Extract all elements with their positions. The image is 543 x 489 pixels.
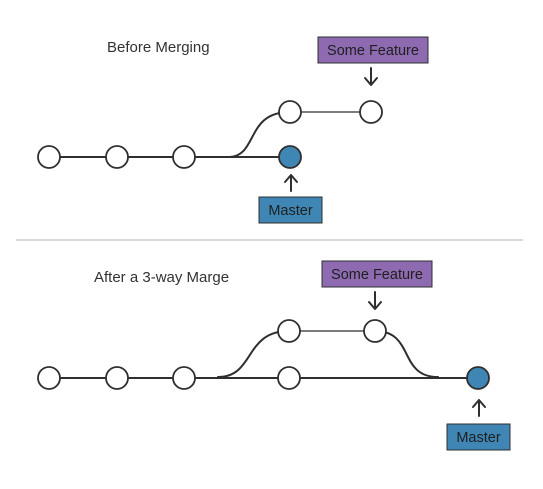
- after-branch-curve: [217, 330, 290, 378]
- after-commit-1: [37, 366, 61, 390]
- after-master-tag: [446, 423, 511, 451]
- before-feature-commit-2: [359, 100, 383, 124]
- after-master-arrow-icon: [472, 399, 486, 417]
- before-master-tag-label: Master: [268, 203, 312, 219]
- before-feature-arrow-icon: [364, 67, 378, 86]
- after-feature-commit-1: [277, 319, 301, 343]
- before-merging-panel: Before Merging Some Feature Master: [37, 36, 429, 224]
- after-feature-arrow-icon: [368, 291, 382, 310]
- before-feature-tag: [317, 36, 429, 64]
- before-feature-tag-label: Some Feature: [327, 43, 419, 59]
- before-feature-commit-1: [278, 100, 302, 124]
- after-merge-commit: [466, 366, 490, 390]
- before-master-commit: [278, 145, 302, 169]
- before-branch-curve: [229, 111, 291, 158]
- before-master-tag: [258, 196, 323, 224]
- after-feature-tag: [321, 260, 433, 288]
- after-feature-commit-2: [363, 319, 387, 343]
- after-heading: After a 3-way Marge: [94, 269, 229, 286]
- before-commit-1: [37, 145, 61, 169]
- after-commit-3: [172, 366, 196, 390]
- after-master-commit-1: [277, 366, 301, 390]
- before-commit-2: [105, 145, 129, 169]
- before-master-arrow-icon: [284, 174, 298, 192]
- before-heading: Before Merging: [107, 39, 210, 56]
- after-master-tag-label: Master: [456, 430, 500, 446]
- after-feature-tag-label: Some Feature: [331, 267, 423, 283]
- after-merge-panel: After a 3-way Marge Some Feature Master: [37, 260, 511, 451]
- after-commit-2: [105, 366, 129, 390]
- before-commit-3: [172, 145, 196, 169]
